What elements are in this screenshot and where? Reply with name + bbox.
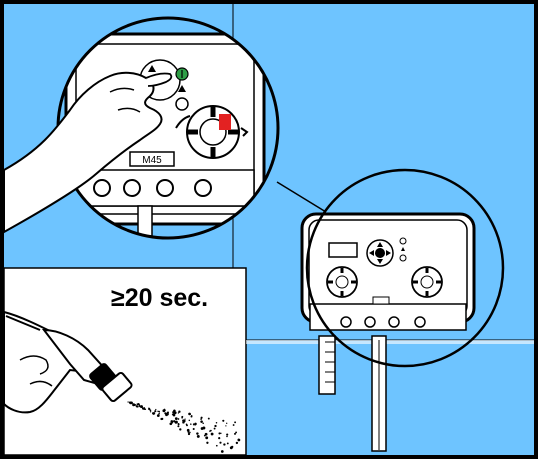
hand-holding-spray-gun-icon: [3, 310, 133, 414]
zoom-circle-large: M45: [56, 16, 280, 240]
pump: [300, 212, 476, 452]
red-knob: [175, 105, 249, 159]
gear-knob-icon: [411, 266, 443, 298]
model-badge: M45: [142, 155, 162, 166]
zoom-circle-small: [305, 168, 505, 368]
duration-label: ≥20 sec.: [111, 284, 209, 312]
hand-pressing-button-icon: [3, 71, 173, 234]
water-spray-icon: [127, 401, 241, 453]
gear-knob-icon: [326, 266, 358, 298]
